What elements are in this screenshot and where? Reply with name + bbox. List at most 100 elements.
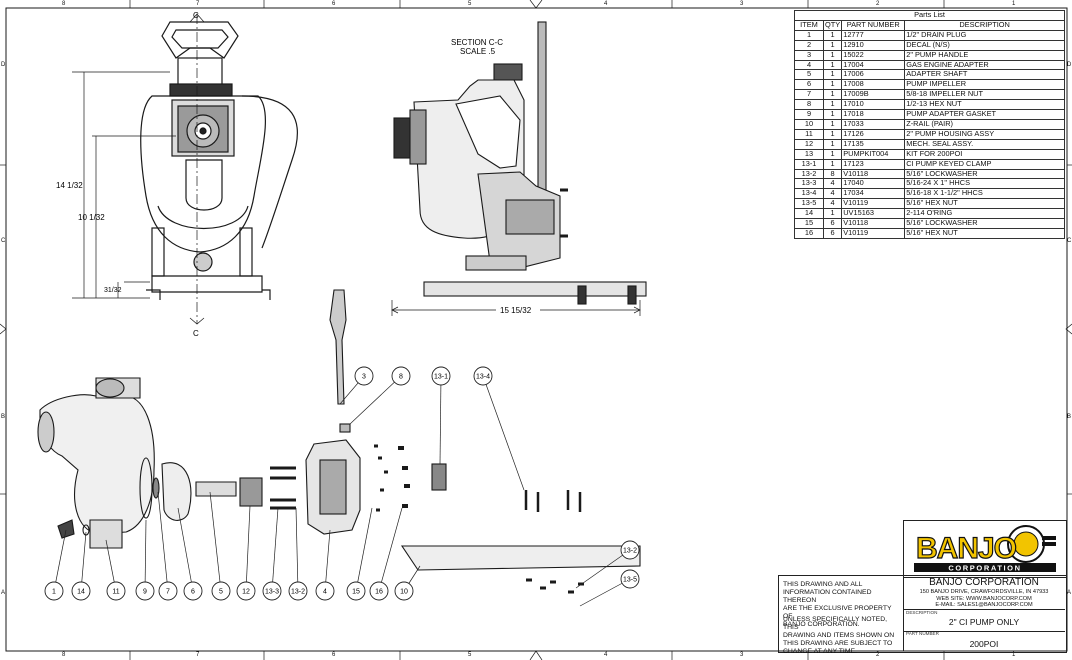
parts-cell-item: 2	[794, 39, 824, 51]
parts-cell-part: 17033	[841, 118, 906, 130]
zone-number-top: 6	[332, 1, 336, 7]
parts-cell-part: 12910	[841, 39, 906, 51]
balloon-circle	[391, 366, 411, 386]
zone-number-top: 3	[740, 1, 744, 7]
balloon-label: 16	[375, 589, 383, 596]
parts-cell-item: 7	[794, 89, 824, 101]
balloon-label: 9	[143, 589, 147, 596]
parts-header-qty: QTY	[822, 19, 843, 31]
parts-cell-part: V10118	[841, 168, 906, 180]
leader-line	[295, 507, 299, 592]
parts-cell-desc: PUMP ADAPTER GASKET	[904, 109, 1065, 120]
balloon-label: 14	[77, 589, 85, 596]
parts-cell-desc: KIT FOR 200POI	[904, 148, 1065, 160]
parts-cell-desc: 5/16" HEX NUT	[904, 198, 1065, 210]
parts-cell-item: 3	[794, 49, 824, 61]
leader-line	[144, 519, 147, 592]
dimension-inlet-height: 10 1/32	[78, 213, 105, 222]
parts-cell-part: 12777	[841, 29, 906, 41]
section-marker-bottom: C	[193, 329, 199, 338]
zone-number-bottom: 4	[604, 652, 608, 658]
front-view	[140, 21, 299, 300]
parts-cell-part: 17040	[841, 178, 906, 190]
parts-cell-qty: 1	[822, 118, 843, 130]
balloon-label: 13-2	[623, 548, 637, 555]
parts-cell-part: PUMPKIT004	[841, 148, 906, 160]
zone-number-bottom: 6	[332, 652, 336, 658]
parts-cell-qty: 1	[822, 128, 843, 140]
parts-cell-part: 17126	[841, 128, 906, 140]
parts-cell-part: UV15163	[841, 208, 906, 220]
parts-cell-qty: 1	[822, 79, 843, 91]
parts-cell-qty: 1	[822, 39, 843, 51]
parts-cell-qty: 6	[822, 218, 843, 229]
section-title: SECTION C-C	[451, 38, 503, 47]
balloon-circle	[620, 540, 640, 560]
balloon-label: 4	[323, 589, 327, 596]
parts-cell-item: 15	[794, 218, 824, 229]
parts-cell-desc: ADAPTER SHAFT	[904, 69, 1065, 81]
parts-cell-part: V10118	[841, 218, 906, 229]
parts-cell-part: 17123	[841, 158, 906, 170]
parts-list-title: Parts List	[794, 10, 1065, 21]
exploded-view	[37, 289, 641, 594]
description-row	[903, 609, 1065, 632]
callout-balloon: 9	[135, 519, 155, 601]
balloon-circle	[288, 581, 308, 601]
parts-cell-qty: 1	[822, 49, 843, 61]
zone-number-top: 7	[196, 1, 200, 7]
logo-subtitle: CORPORATION	[948, 564, 1021, 573]
part-number-value: 200POI	[969, 639, 999, 649]
leader-line	[271, 507, 279, 592]
balloon-label: 7	[166, 589, 170, 596]
zone-number-bottom: 3	[740, 652, 744, 658]
parts-cell-qty: 6	[822, 227, 843, 239]
balloon-circle	[262, 581, 282, 601]
parts-cell-qty: 1	[822, 59, 843, 71]
parts-cell-qty: 4	[822, 198, 843, 210]
callout-balloon: 13-3	[262, 507, 282, 601]
callout-balloon: 15	[346, 507, 373, 601]
front-view-dimensions	[72, 13, 205, 325]
parts-cell-desc: 2" PUMP HOUSING ASSY	[904, 128, 1065, 140]
parts-cell-qty: 1	[822, 158, 843, 170]
parts-cell-item: 1	[794, 29, 824, 41]
callout-balloon: 14	[71, 531, 91, 601]
notice-text-1: THIS DRAWING AND ALL INFORMATION CONTAIN…	[783, 581, 892, 628]
parts-cell-qty: 1	[822, 89, 843, 101]
callout-balloon: 13-2	[575, 540, 640, 589]
balloon-circle	[135, 581, 155, 601]
parts-cell-part: 17006	[841, 69, 906, 81]
balloon-label: 10	[400, 589, 408, 596]
parts-cell-qty: 1	[822, 69, 843, 81]
zone-letter-left: C	[1, 238, 6, 244]
callout-balloon: 11	[105, 539, 126, 601]
parts-cell-desc: Z-RAIL (PAIR)	[904, 118, 1065, 130]
zone-number-top: 1	[1012, 1, 1016, 7]
balloon-circle	[158, 581, 178, 601]
parts-cell-part: 17034	[841, 188, 906, 200]
callout-balloon: 13-4	[473, 366, 525, 491]
parts-cell-part: 17018	[841, 109, 906, 120]
callout-balloon: 13-2	[288, 507, 308, 601]
parts-cell-desc: CI PUMP KEYED CLAMP	[904, 158, 1065, 170]
parts-cell-item: 11	[794, 128, 824, 140]
parts-cell-desc: DECAL (N/S)	[904, 39, 1065, 51]
parts-cell-qty: 4	[822, 178, 843, 190]
callout-balloon: 12	[236, 505, 256, 601]
parts-header-part-number: PART NUMBER	[841, 19, 906, 31]
title-block-divider	[903, 520, 904, 651]
balloon-label: 3	[362, 374, 366, 381]
parts-cell-qty: 1	[822, 138, 843, 150]
section-marker-top: C	[193, 11, 199, 20]
zone-number-bottom: 8	[62, 652, 66, 658]
